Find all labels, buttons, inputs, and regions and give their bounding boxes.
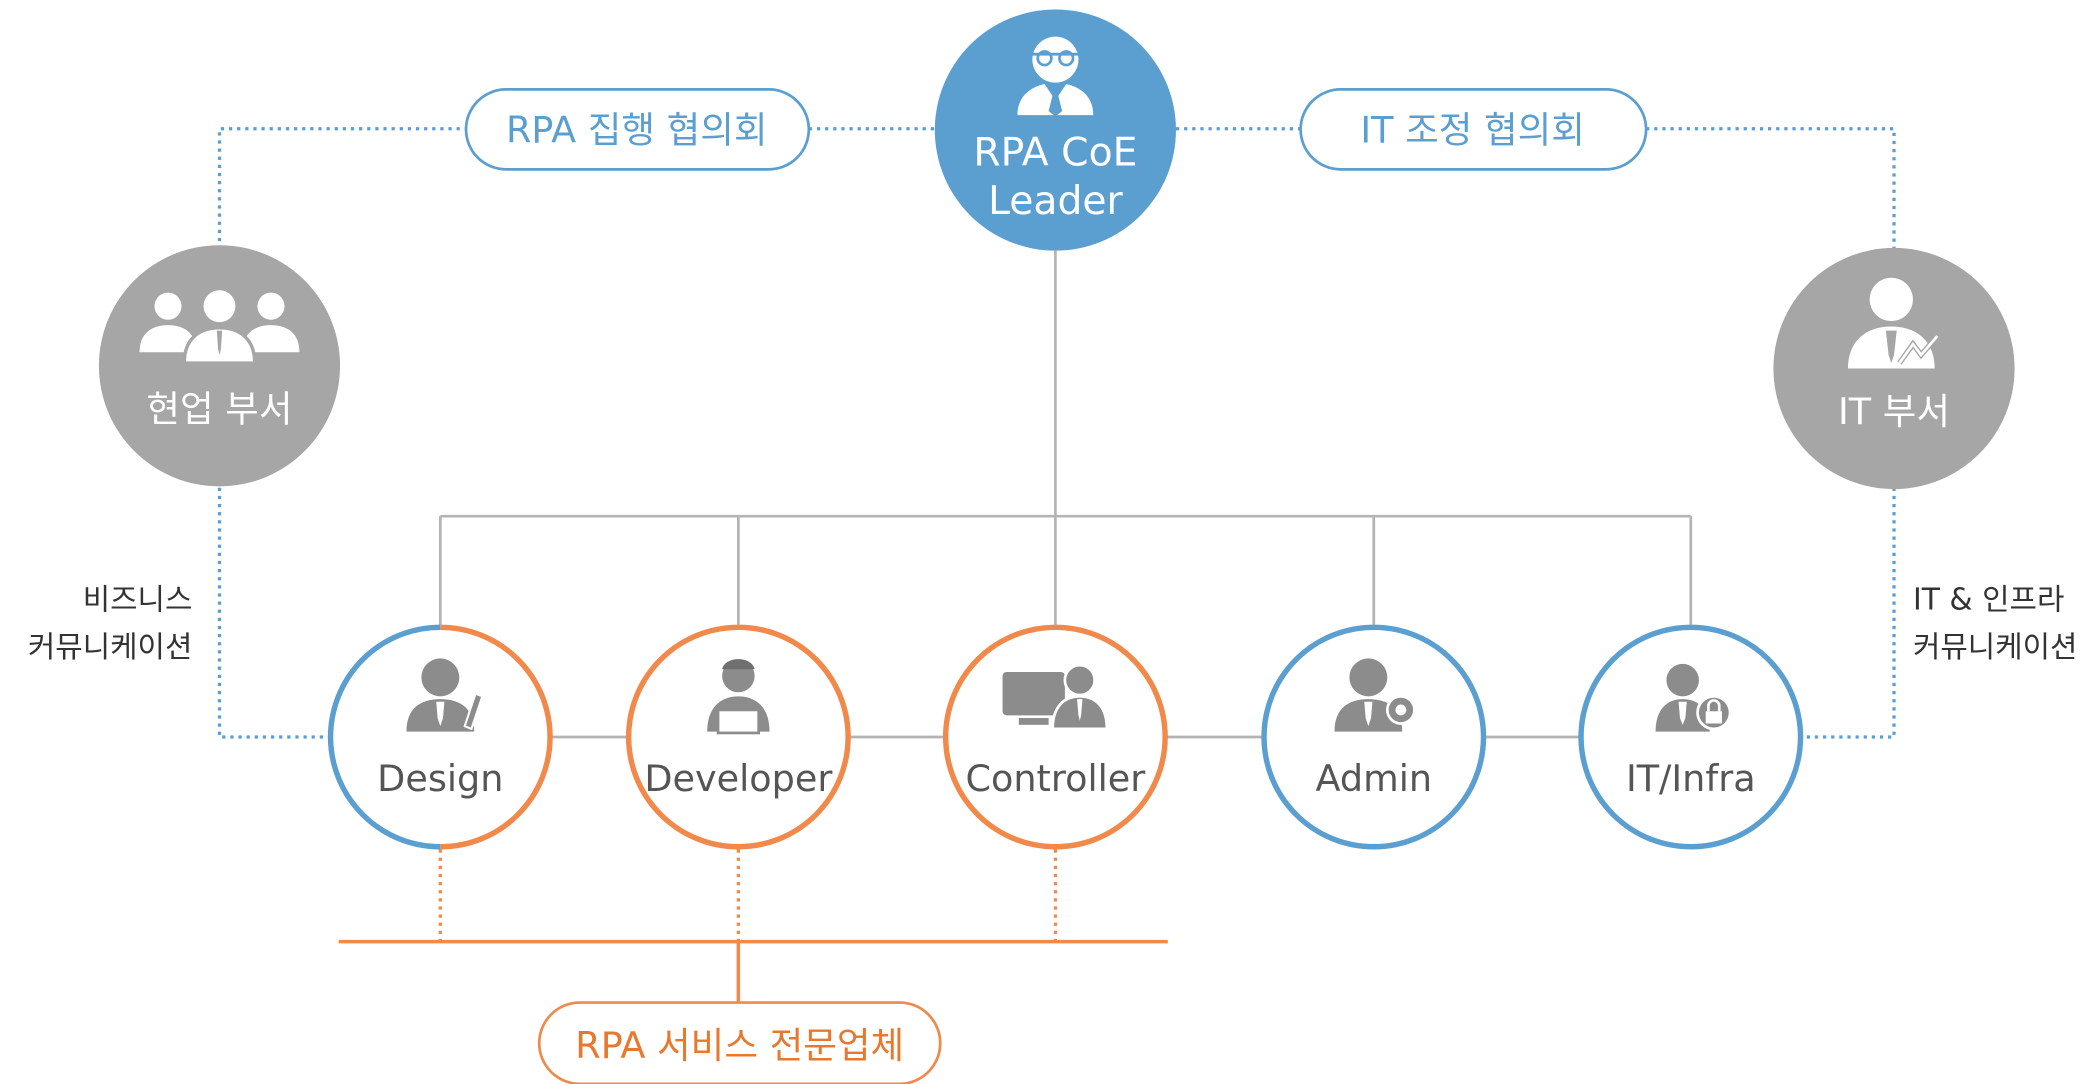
leader-title-line1: RPA CoE [973, 130, 1137, 175]
council-right-link [1175, 127, 1896, 258]
business-communication-line1: 비즈니스 [83, 583, 193, 618]
it-department-node: IT 부서 [1773, 247, 2015, 490]
it-infra-icon [1655, 663, 1732, 732]
it-person-icon [1847, 277, 1940, 369]
leader-title-line2: Leader [988, 179, 1123, 224]
role-drop-lines [438, 516, 1693, 625]
council-left-link [217, 127, 935, 477]
connectors [217, 127, 1896, 1003]
vendor-pill: RPA 서비스 전문업체 [537, 1001, 942, 1084]
business-department-label: 현업 부서 [146, 387, 292, 430]
it-department-label: IT 부서 [1838, 390, 1950, 433]
leader-node: RPA CoE Leader [934, 9, 1176, 251]
business-communication-link [217, 487, 330, 739]
it-communication-line1: IT & 인프라 [1913, 583, 2064, 618]
role-label-admin: Admin [1316, 757, 1433, 800]
role-node-controller: Controller [942, 624, 1168, 850]
role-node-developer: Developer [625, 624, 851, 850]
role-label-developer: Developer [644, 757, 833, 800]
it-communication-line2: 커뮤니케이션 [1913, 630, 2077, 665]
designer-icon [406, 658, 484, 732]
role-node-design: Design [327, 624, 553, 850]
council-left-label: RPA 집행 협의회 [506, 108, 768, 151]
role-label-it-infra: IT/Infra [1626, 757, 1756, 800]
role-node-it-infra: IT/Infra [1578, 624, 1804, 850]
council-left-pill: RPA 집행 협의회 [464, 88, 811, 171]
business-communication-line2: 커뮤니케이션 [28, 630, 192, 665]
developer-icon [707, 659, 770, 735]
role-label-design: Design [377, 757, 503, 800]
role-node-admin: Admin [1261, 624, 1487, 850]
team-people-icon [139, 286, 300, 365]
it-communication-link [1801, 487, 1896, 739]
it-communication-label: IT & 인프라 커뮤니케이션 [1913, 583, 2077, 665]
vendor-label: RPA 서비스 전문업체 [575, 1024, 904, 1067]
admin-icon [1334, 658, 1416, 732]
vendor-dotted-links [438, 849, 1058, 941]
role-label-controller: Controller [965, 757, 1146, 800]
council-right-pill: IT 조정 협의회 [1299, 88, 1648, 171]
leader-person-icon [1017, 36, 1094, 117]
council-right-label: IT 조정 협의회 [1360, 108, 1585, 151]
vendor-bus-line [338, 939, 1168, 1003]
business-communication-label: 비즈니스 커뮤니케이션 [28, 583, 192, 665]
business-department-node: 현업 부서 [98, 245, 341, 487]
controller-icon [1002, 663, 1109, 731]
